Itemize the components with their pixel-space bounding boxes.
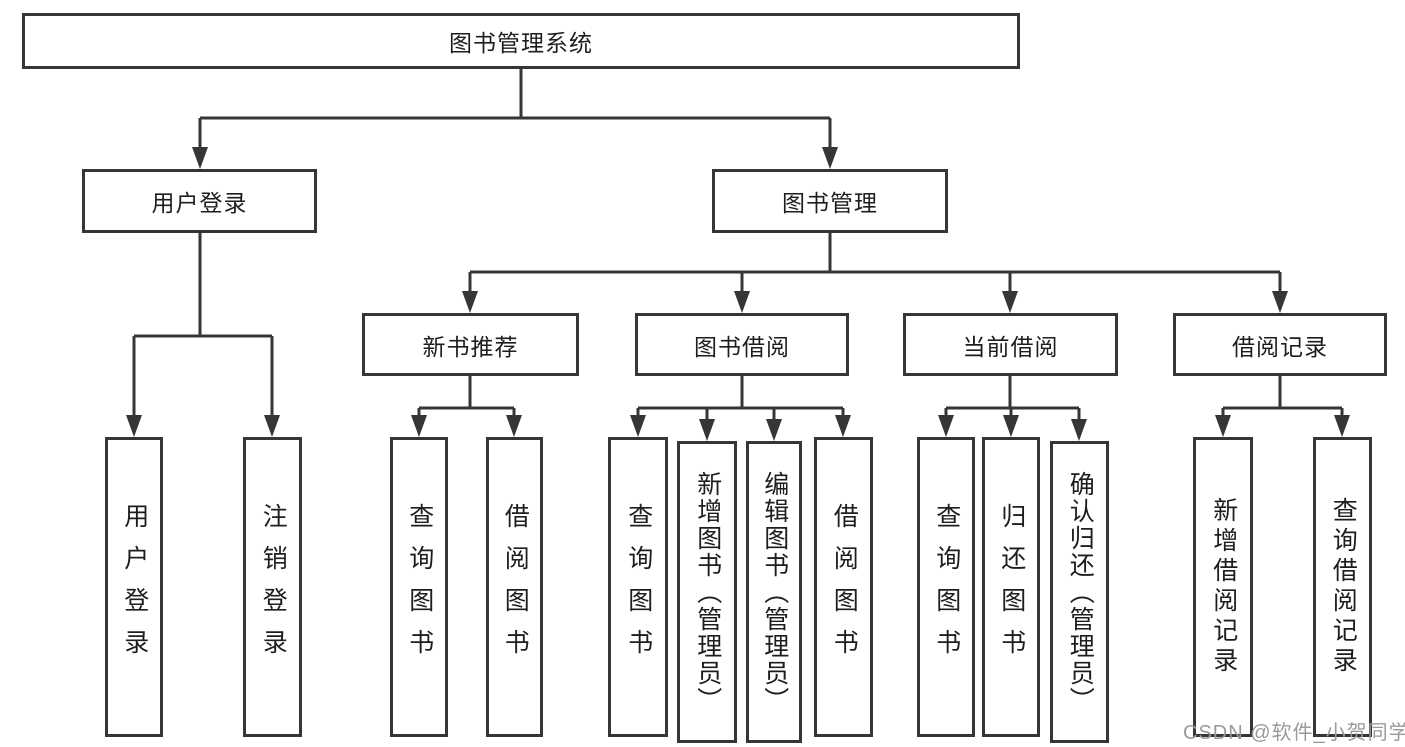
leaf-label: 注销登录 <box>259 503 288 671</box>
leaf-confirm-return-admin: 确认归还（管理员） <box>1050 441 1109 743</box>
leaf-borrow-books: 借阅图书 <box>486 437 543 737</box>
leaf-query-borrow-record: 查询借阅记录 <box>1313 437 1372 737</box>
leaf-label: 查询图书 <box>405 503 434 671</box>
leaf-add-borrow-record: 新增借阅记录 <box>1193 437 1253 737</box>
leaf-label: 归还图书 <box>997 503 1026 671</box>
node-user-login: 用户登录 <box>82 169 317 233</box>
leaf-query-books: 查询图书 <box>608 437 668 737</box>
leaf-user-login: 用户登录 <box>105 437 163 737</box>
node-label: 图书管理系统 <box>449 30 593 56</box>
leaf-query-books: 查询图书 <box>390 437 448 737</box>
node-book-management: 图书管理 <box>712 169 948 233</box>
node-label: 图书管理 <box>782 190 878 216</box>
node-label: 新书推荐 <box>422 333 519 360</box>
leaf-label: 借阅图书 <box>830 503 859 671</box>
node-label: 借阅记录 <box>1232 333 1328 360</box>
leaf-add-books-admin: 新增图书（管理员） <box>677 441 737 743</box>
node-current-borrowing: 当前借阅 <box>903 313 1118 376</box>
leaf-label: 借阅图书 <box>501 503 530 671</box>
node-label: 用户登录 <box>151 190 248 216</box>
leaf-label: 查询图书 <box>932 503 961 671</box>
leaf-label: 查询图书 <box>624 503 653 671</box>
leaf-label: 查询借阅记录 <box>1329 497 1358 677</box>
leaf-edit-books-admin: 编辑图书（管理员） <box>746 441 802 743</box>
leaf-label: 编辑图书（管理员） <box>760 470 789 714</box>
node-label: 当前借阅 <box>962 333 1059 360</box>
node-book-borrowing: 图书借阅 <box>635 313 849 376</box>
leaf-borrow-books: 借阅图书 <box>814 437 873 737</box>
leaf-label: 新增借阅记录 <box>1209 497 1238 677</box>
leaf-return-books: 归还图书 <box>982 437 1040 737</box>
leaf-logout: 注销登录 <box>243 437 302 737</box>
leaf-label: 新增图书（管理员） <box>693 470 722 714</box>
node-library-management-system: 图书管理系统 <box>22 13 1020 69</box>
node-new-book-recommendation: 新书推荐 <box>362 313 579 376</box>
node-label: 图书借阅 <box>694 333 790 360</box>
node-borrowing-records: 借阅记录 <box>1173 313 1387 376</box>
csdn-watermark: CSDN @软件_小贺同学 <box>1183 722 1405 744</box>
leaf-label: 用户登录 <box>120 503 149 671</box>
leaf-label: 确认归还（管理员） <box>1066 470 1095 714</box>
leaf-query-books: 查询图书 <box>917 437 975 737</box>
